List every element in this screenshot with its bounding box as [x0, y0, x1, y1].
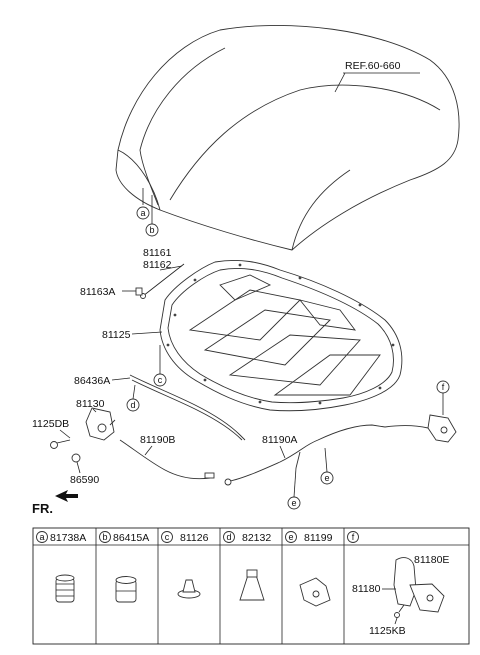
part-label-1125DB[interactable]: 1125DB — [32, 418, 69, 430]
legend-cell-a[interactable]: a 81738A — [36, 531, 87, 545]
svg-text:c: c — [165, 532, 170, 542]
latch-bolt[interactable] — [50, 439, 71, 449]
clip-82132-icon — [239, 569, 265, 601]
release-cable-rear[interactable] — [224, 424, 429, 486]
callout-b[interactable]: b — [145, 223, 159, 237]
bumper-86415A-icon — [115, 576, 137, 603]
svg-text:b: b — [102, 532, 107, 542]
svg-text:a: a — [39, 532, 44, 542]
svg-text:f: f — [442, 382, 445, 392]
part-label-81162[interactable]: 81162 — [143, 259, 172, 271]
part-label-81163A[interactable]: 81163A — [80, 286, 115, 298]
callout-f[interactable]: f — [436, 380, 450, 394]
hood-seal-strip[interactable] — [129, 374, 246, 441]
clip-81199-icon — [299, 577, 331, 607]
legend-cell-d[interactable]: d 82132 — [223, 531, 272, 545]
part-label-81180[interactable]: 81180 — [352, 583, 381, 595]
svg-text:a: a — [140, 208, 145, 218]
legend-table — [32, 527, 470, 645]
svg-text:e: e — [324, 473, 329, 483]
clip-81126-icon — [177, 579, 201, 599]
part-label-86590[interactable]: 86590 — [70, 474, 99, 486]
latch-assembly-81180-icon — [393, 557, 445, 618]
callout-a[interactable]: a — [136, 206, 150, 220]
legend-cell-b[interactable]: b 86415A — [99, 531, 150, 545]
legend-cell-e[interactable]: e 81199 — [285, 531, 333, 545]
front-direction-label: FR. — [32, 501, 53, 516]
stay-rod-grommet[interactable] — [135, 287, 143, 296]
svg-text:81199: 81199 — [304, 532, 333, 544]
part-label-86436A[interactable]: 86436A — [74, 375, 110, 387]
part-label-81180E[interactable]: 81180E — [414, 554, 449, 566]
svg-text:86415A: 86415A — [113, 532, 149, 544]
grommet-81738A-icon — [55, 574, 75, 603]
svg-text:d: d — [226, 532, 231, 542]
svg-text:81126: 81126 — [180, 532, 209, 544]
legend-cell-c[interactable]: c 81126 — [161, 531, 209, 545]
part-label-81190A[interactable]: 81190A — [262, 434, 297, 446]
svg-text:c: c — [158, 375, 163, 385]
callout-c[interactable]: c — [153, 373, 167, 387]
part-label-81161[interactable]: 81161 — [143, 247, 172, 259]
part-label-1125KB[interactable]: 1125KB — [369, 625, 406, 637]
part-label-81125[interactable]: 81125 — [102, 329, 131, 341]
front-direction-arrow-icon — [55, 490, 78, 502]
hood-latch[interactable] — [85, 407, 116, 441]
callout-e-cable-2[interactable]: e — [287, 496, 301, 510]
reference-label[interactable]: REF.60-660 — [345, 60, 401, 72]
release-handle[interactable] — [427, 414, 457, 443]
latch-nut[interactable] — [71, 453, 81, 463]
part-label-81130[interactable]: 81130 — [76, 398, 105, 410]
callout-e-cable[interactable]: e — [320, 471, 334, 485]
part-label-81190B[interactable]: 81190B — [140, 434, 175, 446]
hood-panel[interactable] — [115, 24, 460, 251]
svg-text:e: e — [288, 532, 293, 542]
svg-text:b: b — [149, 225, 154, 235]
svg-text:d: d — [130, 400, 135, 410]
svg-text:f: f — [352, 532, 355, 542]
release-cable-front[interactable] — [119, 439, 215, 480]
hood-insulator[interactable] — [159, 260, 403, 412]
svg-text:81738A: 81738A — [50, 532, 86, 544]
legend-cell-f[interactable]: f — [347, 531, 359, 543]
svg-text:e: e — [291, 498, 296, 508]
svg-text:82132: 82132 — [242, 532, 271, 544]
callout-d[interactable]: d — [126, 398, 140, 412]
